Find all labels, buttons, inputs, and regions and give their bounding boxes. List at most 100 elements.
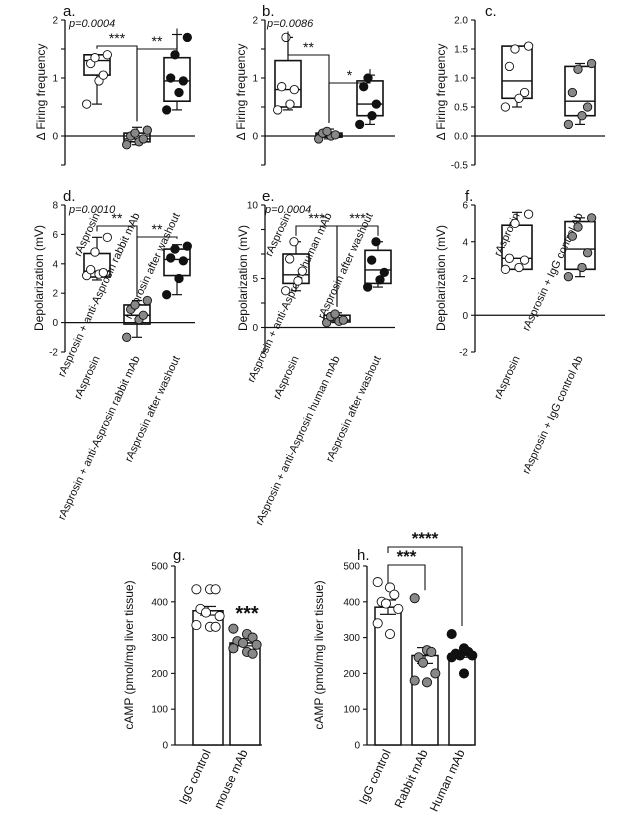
bar — [229, 642, 261, 746]
data-point — [510, 44, 520, 54]
y-tick-label: 500 — [343, 562, 360, 573]
x-tick-label: IgG control — [176, 747, 213, 806]
data-point — [138, 310, 148, 320]
y-tick-label: 4 — [462, 237, 468, 248]
data-point — [563, 272, 574, 282]
data-point — [285, 99, 295, 109]
panel-label: d. — [63, 188, 76, 205]
y-tick-label: 0 — [462, 311, 468, 322]
significance-label: *** — [308, 210, 325, 226]
data-point — [573, 64, 583, 74]
significance-label: **** — [412, 529, 439, 548]
y-tick-label: 1.5 — [454, 45, 468, 56]
data-point — [573, 222, 583, 232]
y-tick-label: 0 — [252, 323, 258, 334]
y-tick-label: 0 — [354, 741, 360, 752]
x-tick-label: rAsprosin — [492, 354, 523, 401]
y-tick-label: 2 — [52, 289, 58, 300]
data-point — [293, 276, 303, 286]
data-point — [162, 105, 172, 115]
data-point — [247, 648, 258, 659]
data-point — [393, 603, 404, 615]
data-point — [582, 102, 593, 112]
data-point — [380, 598, 392, 609]
panel-label: b. — [262, 3, 275, 20]
data-point — [504, 253, 515, 263]
y-tick-label: 5 — [252, 274, 258, 285]
data-point — [514, 262, 524, 273]
significance-label: * — [347, 67, 353, 83]
data-point — [363, 73, 373, 83]
data-point — [285, 254, 295, 264]
data-point — [586, 213, 597, 223]
y-tick-label: 1 — [52, 74, 58, 85]
data-point — [563, 119, 574, 130]
data-point — [174, 87, 184, 98]
significance-bracket — [328, 69, 371, 124]
data-point — [210, 621, 221, 632]
y-tick-label: 0 — [162, 741, 168, 752]
significance-label: *** — [349, 210, 366, 226]
x-tick-label: rAsprosin + IgG control Ab — [520, 354, 585, 476]
data-point — [514, 93, 524, 103]
data-point — [277, 82, 287, 92]
y-tick-label: 100 — [343, 705, 360, 716]
p-value: p=0.0086 — [266, 18, 314, 30]
data-point — [500, 264, 511, 274]
data-point — [523, 209, 534, 219]
data-point — [330, 309, 340, 319]
data-point — [523, 41, 534, 51]
data-point — [577, 262, 587, 273]
data-point — [102, 50, 112, 60]
x-tick-label: IgG control — [356, 747, 393, 806]
data-point — [367, 255, 377, 265]
panel-label: f. — [465, 188, 473, 205]
data-point — [322, 126, 332, 137]
data-point — [421, 677, 433, 688]
data-point — [371, 237, 381, 247]
panel-label: g. — [173, 547, 186, 564]
panel-label: a. — [63, 3, 76, 20]
data-point — [178, 256, 188, 266]
data-point — [586, 58, 597, 69]
x-tick-label: Human mAb — [427, 747, 468, 814]
y-tick-label: 1 — [252, 74, 258, 85]
data-point — [330, 130, 340, 140]
data-point — [289, 84, 299, 95]
significance-label: ** — [152, 33, 163, 49]
data-point — [174, 273, 184, 284]
y-tick-label: 10 — [247, 201, 259, 212]
data-point — [458, 668, 470, 679]
y-axis-label: cAMP (pmol/mg liver tissue) — [312, 580, 326, 729]
data-point — [289, 237, 299, 247]
data-point — [379, 267, 389, 278]
y-tick-label: 2 — [252, 16, 258, 27]
data-point — [228, 623, 239, 634]
y-tick-label: 400 — [343, 597, 360, 608]
data-point — [170, 244, 180, 254]
x-tick-label: rAsprosin — [271, 354, 302, 401]
data-point — [98, 267, 108, 278]
significance-bracket — [387, 564, 426, 591]
panel-label: e. — [262, 188, 275, 205]
x-tick-label: mouse mAb — [211, 747, 251, 811]
data-point — [90, 247, 100, 257]
data-point — [567, 87, 578, 98]
y-axis-label: Δ Firing frequency — [34, 44, 48, 141]
y-tick-label: 0 — [52, 132, 58, 143]
data-point — [182, 241, 192, 251]
p-value: p=0.0004 — [264, 204, 311, 216]
data-point — [122, 332, 132, 342]
data-point — [363, 282, 373, 292]
significance-bracket — [387, 546, 463, 627]
data-point — [178, 76, 188, 86]
data-point — [430, 668, 441, 679]
data-point — [500, 102, 511, 112]
data-point — [426, 646, 437, 657]
y-tick-label: 6 — [462, 201, 468, 212]
x-tick-label: rAsprosin + anti-Asprosin human mAb — [253, 354, 342, 527]
y-tick-label: 6 — [52, 230, 58, 241]
